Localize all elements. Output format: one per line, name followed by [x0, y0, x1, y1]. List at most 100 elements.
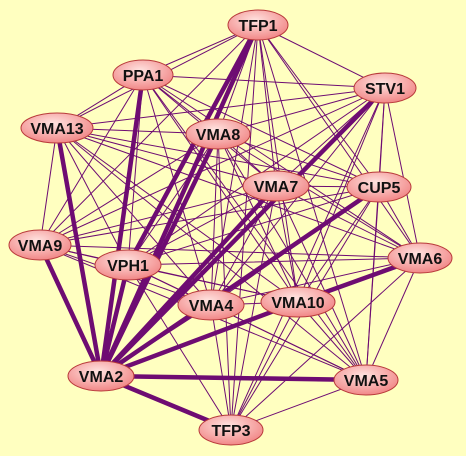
node-cup5[interactable]: CUP5 [346, 171, 412, 203]
node-ellipse [177, 289, 245, 321]
edge-cup5-vma2 [98, 184, 382, 379]
edge-vma13-vma7 [56, 127, 277, 187]
edge-tfp1-vma9 [39, 24, 259, 246]
node-ellipse [67, 360, 135, 392]
node-vma13[interactable]: VMA13 [20, 112, 94, 144]
node-tfp3[interactable]: TFP3 [198, 414, 264, 446]
edge-tfp1-vma7 [257, 24, 277, 187]
edge-vph1-vma2 [98, 262, 131, 379]
edge-vma7-vma10 [275, 185, 299, 303]
node-ppa1[interactable]: PPA1 [112, 59, 174, 91]
node-label: TFP3 [211, 423, 250, 440]
edge-ppa1-vma5 [142, 74, 367, 381]
node-ellipse [333, 364, 399, 396]
node-label: CUP5 [358, 180, 401, 197]
edge-cup5-vma5 [365, 186, 380, 381]
edge-vma8-vma6 [217, 133, 421, 259]
edge-vma7-vph1 [127, 185, 277, 266]
node-vma8[interactable]: VMA8 [185, 118, 251, 150]
node-vma6[interactable]: VMA6 [387, 242, 453, 274]
node-ellipse [387, 242, 453, 274]
node-label: VMA8 [196, 127, 241, 144]
edge-cup5-vph1 [127, 186, 380, 266]
edge-vma9-vma6 [39, 244, 421, 259]
edge-vma8-vma5 [217, 133, 367, 381]
edge-tfp1-vma5 [257, 24, 367, 381]
node-label: VMA7 [254, 179, 299, 196]
edge-vma13-vma2 [54, 125, 104, 379]
node-ellipse [8, 229, 72, 261]
edge-vma10-vma2 [98, 299, 301, 379]
edge-vma8-tfp3 [217, 133, 232, 431]
edge-vph1-vma6 [127, 257, 421, 266]
edge-ppa1-vma9 [39, 74, 144, 246]
node-ellipse [353, 72, 417, 104]
edge-vma6-vma5 [365, 257, 421, 381]
node-vph1[interactable]: VPH1 [94, 249, 162, 281]
node-label: VMA6 [398, 251, 443, 268]
edge-stv1-vma2 [98, 85, 388, 379]
edge-vma8-vma9 [39, 133, 219, 246]
node-ellipse [20, 112, 94, 144]
node-label: STV1 [365, 81, 405, 98]
node-label: VMA4 [189, 298, 234, 315]
edge-vma8-cup5 [217, 133, 380, 188]
node-ellipse [198, 414, 264, 446]
edge-vma9-vma2 [37, 242, 104, 379]
node-label: VMA13 [30, 121, 83, 138]
edge-vma13-vma4 [56, 127, 212, 306]
node-ellipse [185, 118, 251, 150]
edge-vma4-tfp3 [210, 304, 232, 431]
node-label: VMA2 [79, 369, 124, 386]
edge-vma6-tfp3 [230, 257, 421, 431]
edge-ppa1-stv1 [142, 74, 386, 89]
node-stv1[interactable]: STV1 [353, 72, 417, 104]
edge-vma8-vph1 [127, 133, 219, 266]
node-vma2[interactable]: VMA2 [67, 360, 135, 392]
edge-vma13-vph1 [56, 127, 129, 266]
node-label: VMA5 [344, 373, 389, 390]
edge-stv1-vma6 [384, 87, 421, 259]
edge-stv1-vma13 [56, 87, 386, 129]
edge-vma10-tfp3 [230, 301, 299, 431]
node-vma10[interactable]: VMA10 [260, 286, 336, 318]
node-label: VMA10 [271, 295, 324, 312]
edge-vma2-vma5 [98, 373, 369, 383]
node-ellipse [227, 9, 289, 41]
edge-vma8-vma4 [210, 133, 219, 306]
node-vma9[interactable]: VMA9 [8, 229, 72, 261]
edge-stv1-tfp3 [230, 87, 386, 431]
edge-vma7-vma6 [275, 185, 421, 259]
edge-vma7-vma9 [39, 185, 277, 246]
edge-tfp1-vph1 [125, 22, 261, 268]
edge-vma6-vma4 [210, 257, 421, 306]
node-vma5[interactable]: VMA5 [333, 364, 399, 396]
node-ellipse [112, 59, 174, 91]
node-label: VMA9 [18, 238, 63, 255]
node-ellipse [346, 171, 412, 203]
node-ellipse [260, 286, 336, 318]
edge-stv1-vma9 [39, 87, 386, 246]
edge-cup5-vma9 [39, 186, 380, 246]
node-ellipse [242, 170, 310, 202]
edge-vma7-vma2 [98, 183, 279, 379]
node-label: PPA1 [123, 68, 164, 85]
edge-vma13-vma6 [56, 127, 421, 259]
edge-vma4-vma5 [210, 304, 367, 381]
edge-vma13-cup5 [56, 127, 380, 188]
node-vma4[interactable]: VMA4 [177, 289, 245, 321]
edge-ppa1-vma2 [98, 72, 146, 379]
node-ellipse [94, 249, 162, 281]
edge-stv1-vma10 [297, 87, 386, 303]
edge-tfp1-vma6 [257, 24, 421, 259]
node-label: TFP1 [238, 18, 277, 35]
edge-ppa1-vma6 [142, 74, 421, 259]
edge-vma7-tfp3 [230, 185, 277, 431]
node-tfp1[interactable]: TFP1 [227, 9, 289, 41]
edge-ppa1-cup5 [142, 74, 380, 188]
edge-vma13-vma9 [39, 127, 58, 246]
node-vma7[interactable]: VMA7 [242, 170, 310, 202]
